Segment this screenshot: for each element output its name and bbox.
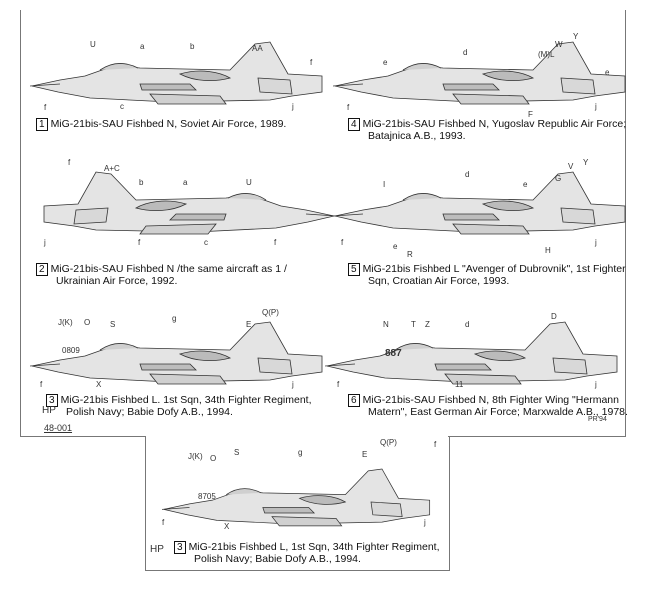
aircraft-profile-6: 887 N T Z d D f 11 j (325, 308, 625, 398)
callout-label: D (551, 312, 557, 321)
callout-label: W (555, 40, 563, 49)
tactical-number: 8705 (198, 492, 216, 501)
callout-label: f (68, 158, 71, 167)
callout-label: O (210, 454, 217, 463)
callout-label: f (274, 238, 277, 247)
callout-label: f (44, 103, 47, 112)
callout-label: U (90, 40, 96, 49)
mig21-side-view (325, 321, 618, 385)
aircraft-profile-3-lower: 8705 J(K) O S g Q(P) E f f X j (162, 438, 462, 542)
callout-label: e (605, 68, 610, 77)
callout-label: g (298, 448, 303, 457)
callout-label: V (568, 162, 574, 171)
callout-label: f (434, 440, 437, 449)
callout-label: e (383, 58, 388, 67)
callout-label: A+C (104, 164, 120, 173)
callout-label: Y (573, 32, 579, 41)
callout-label: j (595, 380, 597, 389)
mig21-side-view (30, 41, 323, 105)
callout-label: j (44, 238, 46, 247)
aircraft-profile-5: I d G V Y e f e R H j (333, 158, 633, 259)
callout-label: E (246, 320, 252, 329)
callout-label: I (383, 180, 386, 189)
callout-label: X (224, 522, 230, 531)
tactical-number: 887 (385, 348, 402, 359)
callout-label: a (183, 178, 188, 187)
callout-label: f (138, 238, 141, 247)
publisher-logo: HP (42, 405, 56, 416)
callout-label: H (545, 246, 551, 255)
callout-label: d (463, 48, 468, 57)
callout-label: N (383, 320, 389, 329)
callout-label: j (595, 102, 597, 111)
mig21-side-view (333, 41, 626, 105)
callout-label: Q(P) (262, 308, 279, 317)
callout-label: f (341, 238, 344, 247)
callout-label: d (465, 170, 470, 179)
callout-label: d (465, 320, 470, 329)
callout-label: f (310, 58, 313, 67)
callout-label: f (40, 380, 43, 389)
callout-label: e (523, 180, 528, 189)
callout-label: O (84, 318, 91, 327)
callout-label: X (96, 380, 102, 389)
artist-credit: PR'94 (588, 416, 607, 423)
callout-label: 11 (455, 380, 464, 389)
callout-label: f (162, 518, 165, 527)
callout-label: E (362, 450, 368, 459)
aircraft-profile-2: f A+C b a U j f c f (36, 158, 336, 248)
callout-label: j (292, 102, 294, 111)
callout-label: (M)L (538, 50, 555, 59)
callout-label: j (424, 518, 426, 527)
callout-label: G (555, 174, 562, 183)
callout-label: S (110, 320, 116, 329)
callout-label: Q(P) (380, 438, 397, 447)
mig21-side-view (162, 468, 431, 527)
callout-label: c (204, 238, 208, 247)
callout-label: R (407, 250, 413, 259)
callout-label: a (140, 42, 145, 51)
callout-label: T (411, 320, 416, 329)
callout-label: J(K) (58, 318, 73, 327)
callout-label: e (393, 242, 398, 251)
callout-label: b (190, 42, 195, 51)
sheet-code: 48-001 (44, 423, 73, 433)
callout-label: Z (425, 320, 430, 329)
callout-label: f (337, 380, 340, 389)
tactical-number: 0809 (62, 346, 80, 355)
callout-label: c (120, 102, 124, 111)
callout-label: Y (583, 158, 589, 167)
callout-label: J(K) (188, 452, 203, 461)
callout-label: f (347, 103, 350, 112)
callout-label: b (139, 178, 144, 187)
callout-label: j (595, 238, 597, 247)
callout-label: AA (252, 44, 263, 53)
aircraft-profile-1: U a b AA f f c j (30, 28, 330, 118)
mig21-side-view (30, 321, 323, 385)
aircraft-profile-3: 0809 J(K) O S g Q(P) E f X j (30, 308, 330, 398)
aircraft-profile-4: e d (M)L W Y e f F j (333, 28, 633, 119)
publisher-logo-lower: HP (150, 544, 164, 555)
callout-label: F (528, 110, 533, 119)
sheet-border-lower (145, 436, 450, 571)
callout-label: S (234, 448, 240, 457)
mig21-side-view (333, 171, 626, 235)
callout-label: g (172, 314, 177, 323)
callout-label: j (292, 380, 294, 389)
callout-label: U (246, 178, 252, 187)
